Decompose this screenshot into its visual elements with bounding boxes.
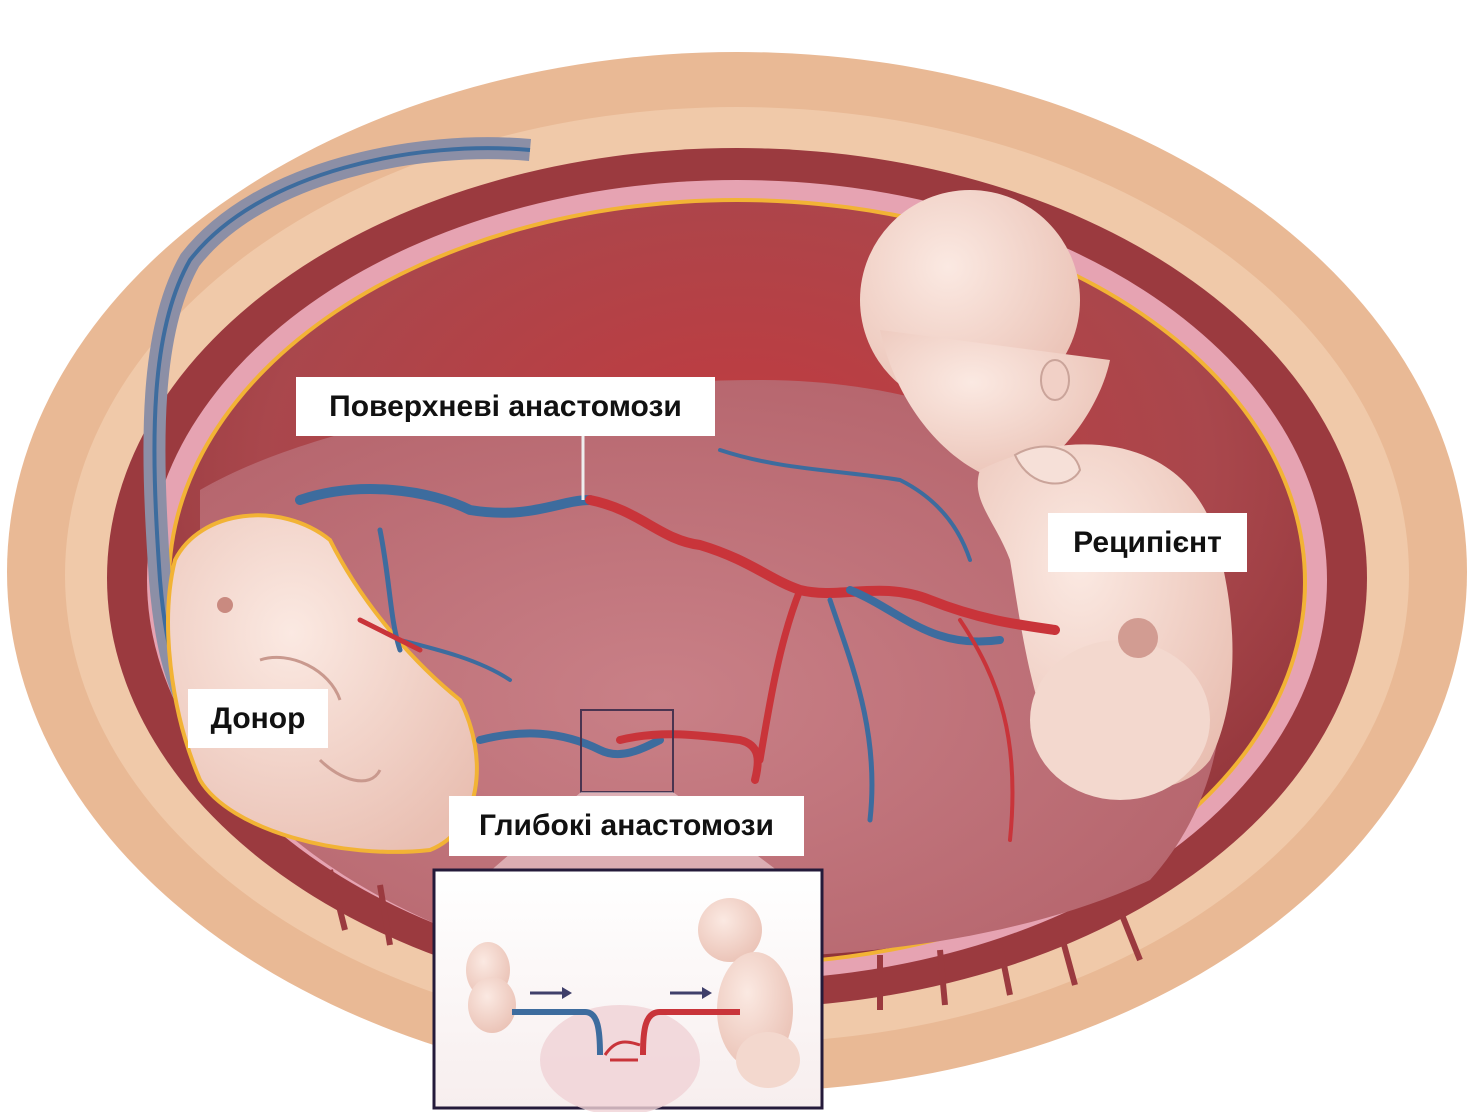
surface-anastomoses-label: Поверхневі анастомози [296,377,715,436]
recipient-label: Реципієнт [1048,513,1247,572]
donor-label: Донор [188,689,328,748]
deep-anastomoses-label: Глибокі анастомози [449,796,804,856]
inset-panel [434,870,822,1112]
